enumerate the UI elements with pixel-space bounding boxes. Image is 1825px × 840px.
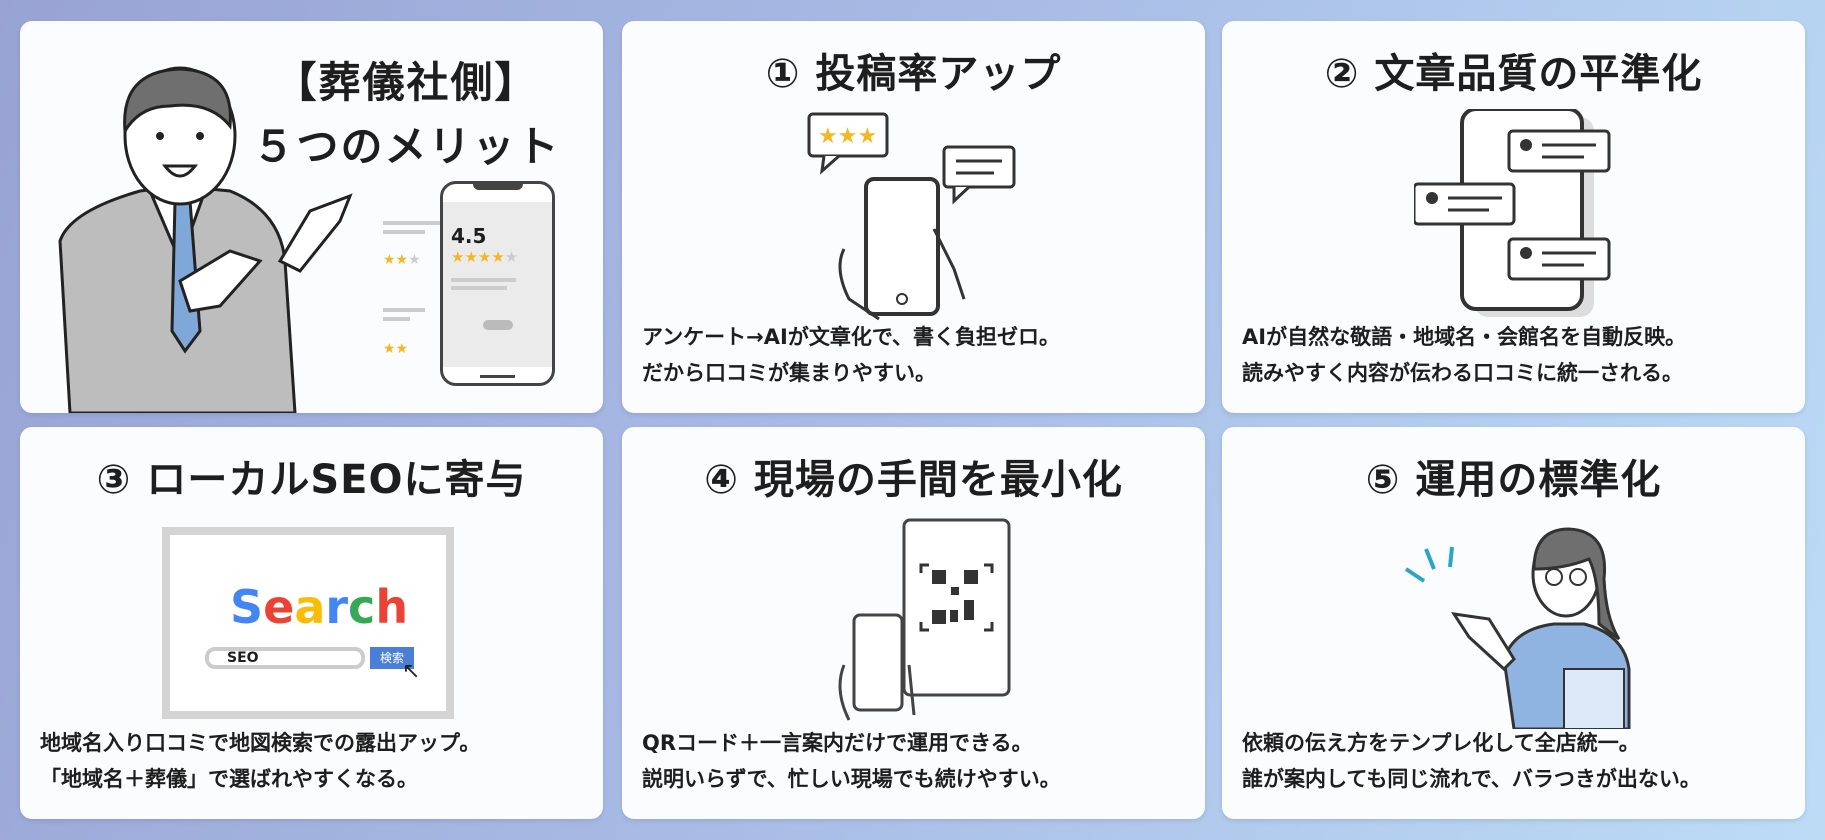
card-title: ② 文章品質の平準化 (1324, 51, 1703, 97)
hero-title: 【葬儀社側】 ５つのメリット (252, 58, 561, 171)
star-icon: ★★★ (383, 252, 421, 268)
card-description: アンケート→AIが文章化で、書く負担ゼロ。だから口コミが集まりやすい。 (642, 325, 1060, 385)
merit-card-1: ① 投稿率アップ ★★★ アンケート→AIが文章化で、書く負担ゼロ。だから口コミ… (622, 21, 1205, 413)
search-button[interactable]: 検索 (370, 647, 414, 669)
businessman-illustration (58, 66, 353, 413)
card-title: ① 投稿率アップ (765, 51, 1062, 97)
card-description: AIが自然な敬語・地域名・会館名を自動反映。読みやすく内容が伝わる口コミに統一さ… (1242, 325, 1687, 385)
card-title: ④ 現場の手間を最小化 (704, 457, 1123, 503)
merit-card-2: ② 文章品質の平準化 AIが自然な敬語・地域名・会館名を自動反映。読みやすく内容… (1222, 21, 1805, 413)
phone-mockup: 4.5 ★★★★★ (440, 181, 555, 386)
rating-value: 4.5 (451, 224, 487, 248)
card-description: QRコード＋一言案内だけで運用できる。説明いらずで、忙しい現場でも続けやすい。 (642, 731, 1061, 791)
cursor-icon: ↖ (402, 659, 421, 684)
review-lines: ★★★ ★★ (383, 221, 443, 357)
card-title: ⑤ 運用の標準化 (1365, 457, 1662, 503)
merit-card-5: ⑤ 運用の標準化 依頼の伝え方をテンプレ化して全店統一。誰が案内しても同じ流れで… (1222, 427, 1805, 819)
svg-text:★★★: ★★★ (818, 124, 877, 149)
search-logo: Search (230, 580, 409, 634)
card-title: ③ ローカルSEOに寄与 (96, 457, 527, 503)
presenter-icon (1404, 527, 1630, 729)
phone-chat-icon (1413, 109, 1610, 317)
card-description: 依頼の伝え方をテンプレ化して全店統一。誰が案内しても同じ流れで、バラつきが出ない… (1242, 731, 1701, 791)
merit-card-3: ③ ローカルSEOに寄与 Search SEO 検索 ↖ 地域名入り口コミで地図… (20, 427, 603, 819)
qr-code-icon (838, 518, 1010, 721)
star-icon: ★★★★★ (451, 248, 519, 266)
search-input[interactable]: SEO (205, 647, 365, 669)
merit-card-4: ④ 現場の手間を最小化 QRコード＋一言案内だけで運用できる。説明いらずで、忙し… (622, 427, 1205, 819)
search-illustration: Search SEO 検索 ↖ (162, 527, 454, 719)
star-icon: ★★ (383, 341, 409, 357)
phone-review-icon: ★★★ (807, 112, 1015, 321)
card-description: 地域名入り口コミで地図検索での露出アップ。「地域名＋葬儀」で選ばれやすくなる。 (40, 731, 481, 791)
hero-card: 【葬儀社側】 ５つのメリット ★★★ ★★ 4.5 ★★★★★ (20, 21, 603, 413)
